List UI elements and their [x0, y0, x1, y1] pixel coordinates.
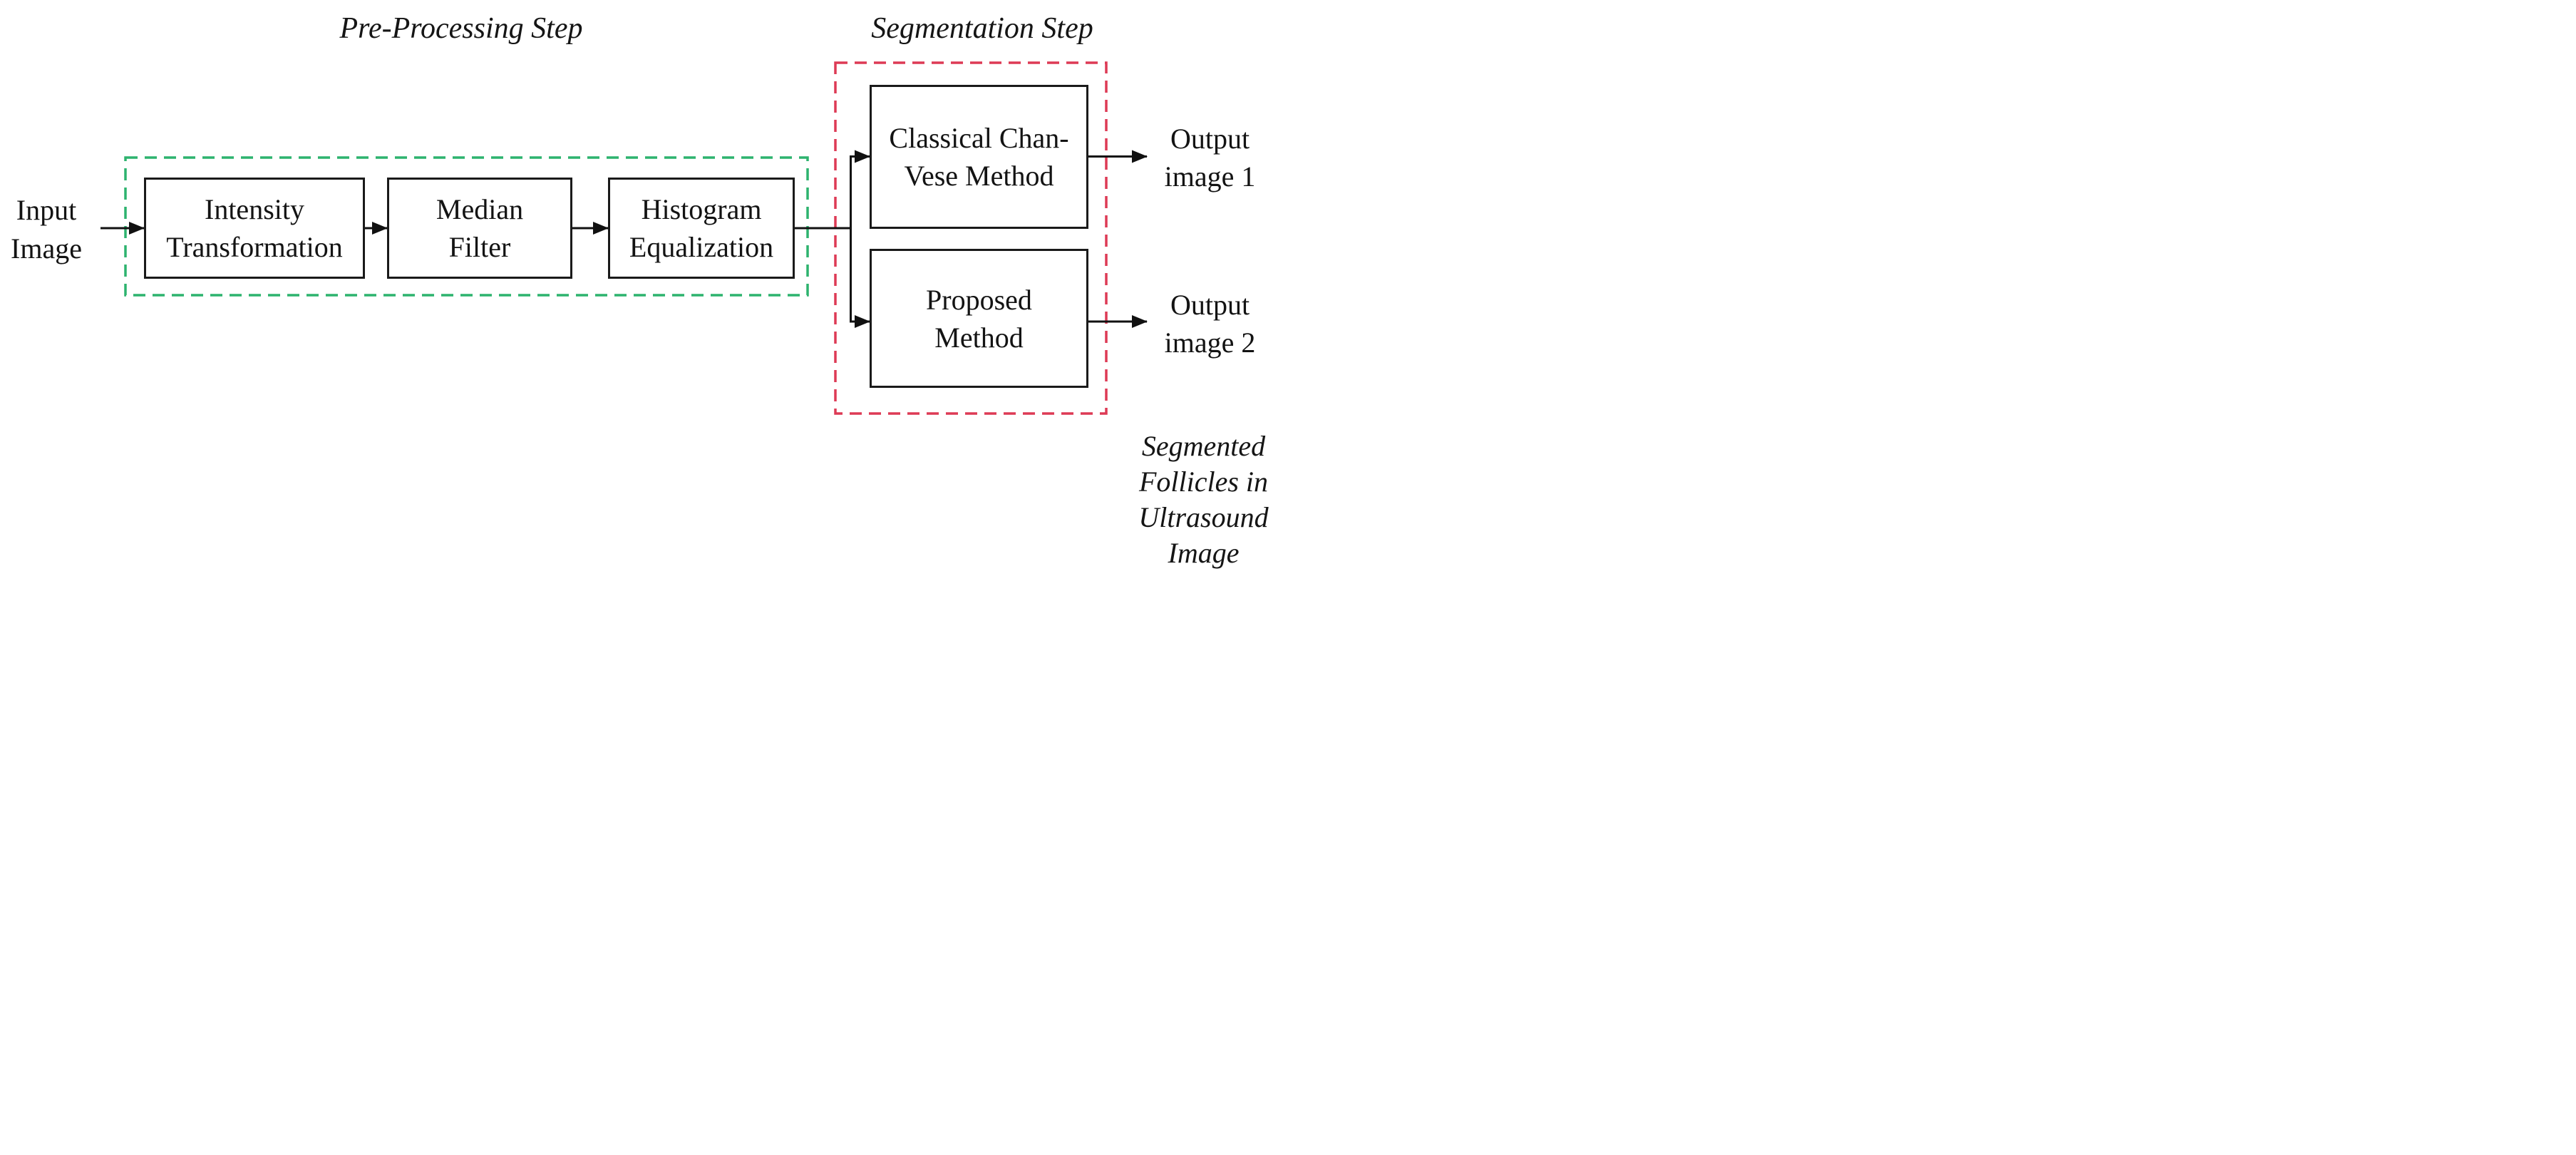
box-label-line: Filter — [448, 231, 511, 263]
label-line: Output — [1170, 289, 1250, 321]
segmentation-group-outline — [834, 61, 1108, 415]
label-line: image 1 — [1164, 160, 1256, 192]
preprocessing-group-outline — [124, 156, 809, 297]
label-line: Image — [11, 232, 82, 265]
preprocessing-step-title: Pre-Processing Step — [339, 12, 583, 45]
caption-line: Segmented — [1141, 430, 1266, 462]
label-line: image 2 — [1164, 327, 1256, 359]
output-image-2-label: Output image 2 — [1151, 286, 1269, 361]
box-label-line: Classical Chan- — [889, 122, 1069, 154]
intensity-transformation-box: Intensity Transformation — [144, 178, 365, 279]
segmentation-step-title: Segmentation Step — [871, 12, 1093, 45]
median-filter-box: Median Filter — [387, 178, 572, 279]
box-label-line: Histogram — [641, 193, 762, 225]
output-image-1-label: Output image 1 — [1151, 120, 1269, 195]
histogram-equalization-box: Histogram Equalization — [608, 178, 795, 279]
caption-line: Image — [1168, 537, 1240, 569]
flowchart-figure: Pre-Processing Step Segmentation Step In… — [0, 0, 1288, 578]
box-label-line: Equalization — [629, 231, 774, 263]
box-label-line: Method — [934, 321, 1024, 354]
box-label-line: Median — [436, 193, 524, 225]
classical-chan-vese-box: Classical Chan- Vese Method — [870, 85, 1088, 229]
box-label-line: Intensity — [205, 193, 304, 225]
connector-layer — [101, 61, 1148, 415]
label-line: Input — [16, 194, 77, 226]
label-line: Output — [1170, 123, 1250, 155]
box-label-line: Transformation — [166, 231, 343, 263]
segmented-follicles-caption: Segmented Follicles in Ultrasound Image — [1119, 428, 1288, 571]
box-label-line: Proposed — [926, 283, 1032, 316]
box-label-line: Vese Method — [904, 160, 1054, 192]
caption-line: Ultrasound — [1138, 501, 1269, 533]
input-image-label: Input Image — [0, 191, 93, 268]
caption-line: Follicles in — [1138, 466, 1269, 498]
proposed-method-box: Proposed Method — [870, 249, 1088, 388]
